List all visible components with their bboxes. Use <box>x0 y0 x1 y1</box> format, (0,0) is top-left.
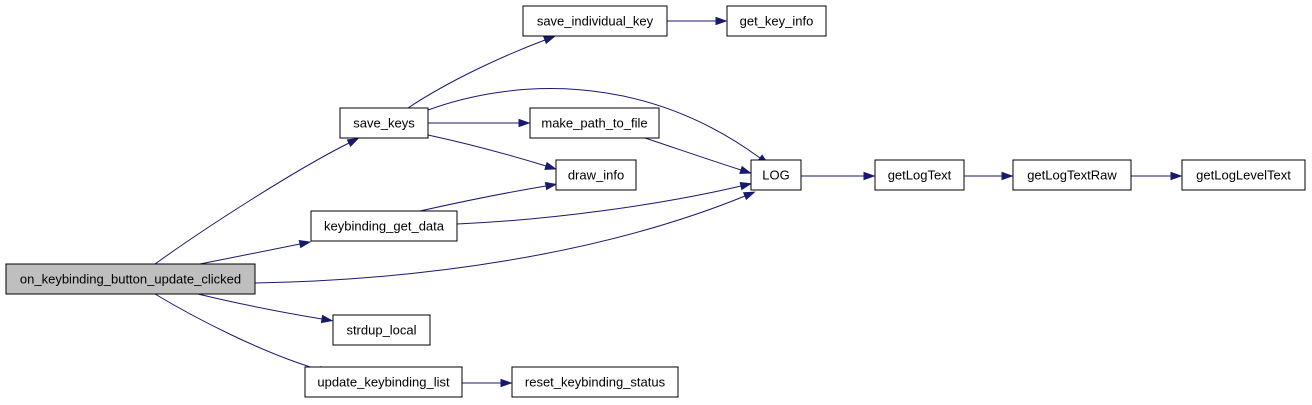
node-label: draw_info <box>568 168 624 183</box>
node-box[interactable] <box>5 263 256 295</box>
edge-getLogTextRaw-to-getLogLevelText <box>1130 171 1183 181</box>
node-on_keybinding_button_update_clicked[interactable]: on_keybinding_button_update_clicked <box>5 263 256 295</box>
edge-keybinding_get_data-to-draw_info <box>419 181 558 212</box>
edge-update_keybinding_list-to-reset_keybinding_status <box>462 378 513 388</box>
arrowhead-icon <box>544 181 558 191</box>
node-make_path_to_file[interactable]: make_path_to_file <box>529 107 660 139</box>
node-box[interactable] <box>304 366 463 398</box>
node-LOG[interactable]: LOG <box>750 159 802 191</box>
edge-getLogText-to-getLogTextRaw <box>963 171 1014 181</box>
arrowhead-icon <box>739 165 752 174</box>
edge-save_keys-to-save_individual_key <box>407 35 556 109</box>
arrowhead-icon <box>518 118 531 128</box>
node-box[interactable] <box>339 107 429 139</box>
edge-line <box>644 137 742 171</box>
node-label: getLogLevelText <box>1196 168 1291 183</box>
node-draw_info[interactable]: draw_info <box>555 159 637 191</box>
node-get_key_info[interactable]: get_key_info <box>726 5 827 37</box>
node-getLogLevelText[interactable]: getLogLevelText <box>1181 159 1306 191</box>
edge-line <box>254 195 746 284</box>
node-box[interactable] <box>310 210 458 242</box>
node-label: save_keys <box>353 116 415 131</box>
edge-on_keybinding_button_update_clicked-to-LOG <box>254 191 756 284</box>
edge-line <box>154 293 321 371</box>
arrowhead-icon <box>543 35 556 45</box>
edge-keybinding_get_data-to-LOG <box>456 182 753 225</box>
nodes-layer: on_keybinding_button_update_clicked save_… <box>5 5 1306 398</box>
edge-save_individual_key-to-get_key_info <box>667 16 728 26</box>
node-label: save_individual_key <box>537 14 654 29</box>
edge-make_path_to_file-to-LOG <box>644 137 752 174</box>
node-label: make_path_to_file <box>541 116 647 131</box>
arrowhead-icon <box>346 137 360 147</box>
edge-on_keybinding_button_update_clicked-to-save_keys <box>154 137 360 265</box>
edge-line <box>456 185 742 225</box>
node-save_individual_key[interactable]: save_individual_key <box>522 5 668 37</box>
node-label: strdup_local <box>346 323 416 338</box>
node-reset_keybinding_status[interactable]: reset_keybinding_status <box>511 366 679 398</box>
node-label: update_keybinding_list <box>317 375 450 390</box>
node-getLogText[interactable]: getLogText <box>874 159 965 191</box>
node-label: reset_keybinding_status <box>525 375 666 390</box>
node-getLogTextRaw[interactable]: getLogTextRaw <box>1012 159 1132 191</box>
arrowhead-icon <box>715 16 728 26</box>
node-label: get_key_info <box>740 14 814 29</box>
node-box[interactable] <box>332 314 431 346</box>
edges-layer <box>154 16 1183 388</box>
edge-on_keybinding_button_update_clicked-to-keybinding_get_data <box>199 239 312 265</box>
edge-LOG-to-getLogText <box>800 171 876 181</box>
edge-line <box>419 185 547 212</box>
arrowhead-icon <box>298 239 312 249</box>
edge-save_keys-to-draw_info <box>427 134 558 170</box>
node-label: getLogTextRaw <box>1027 168 1117 183</box>
node-box[interactable] <box>555 159 637 191</box>
edge-on_keybinding_button_update_clicked-to-update_keybinding_list <box>154 293 332 374</box>
arrowhead-icon <box>1001 171 1014 181</box>
edge-line <box>427 134 547 167</box>
edge-line <box>197 293 323 320</box>
edge-line <box>154 142 350 265</box>
node-box[interactable] <box>1012 159 1132 191</box>
arrowhead-icon <box>1170 171 1183 181</box>
node-label: keybinding_get_data <box>324 219 445 234</box>
node-save_keys[interactable]: save_keys <box>339 107 429 139</box>
node-box[interactable] <box>529 107 660 139</box>
node-box[interactable] <box>1181 159 1306 191</box>
node-label: on_keybinding_button_update_clicked <box>20 272 241 287</box>
arrowhead-icon <box>739 182 753 191</box>
node-box[interactable] <box>750 159 802 191</box>
node-update_keybinding_list[interactable]: update_keybinding_list <box>304 366 463 398</box>
node-box[interactable] <box>522 5 668 37</box>
arrowhead-icon <box>500 378 513 388</box>
node-box[interactable] <box>874 159 965 191</box>
node-box[interactable] <box>511 366 679 398</box>
edge-save_keys-to-make_path_to_file <box>427 118 531 128</box>
node-label: getLogText <box>888 168 952 183</box>
edge-line <box>199 243 301 265</box>
arrowhead-icon <box>742 191 756 201</box>
edge-line <box>407 39 546 109</box>
node-strdup_local[interactable]: strdup_local <box>332 314 431 346</box>
arrowhead-icon <box>863 171 876 181</box>
node-keybinding_get_data[interactable]: keybinding_get_data <box>310 210 458 242</box>
edge-on_keybinding_button_update_clicked-to-strdup_local <box>197 293 334 324</box>
arrowhead-icon <box>320 314 334 324</box>
node-box[interactable] <box>726 5 827 37</box>
node-label: LOG <box>762 168 789 183</box>
arrowhead-icon <box>544 161 558 170</box>
edge-line <box>427 88 761 159</box>
